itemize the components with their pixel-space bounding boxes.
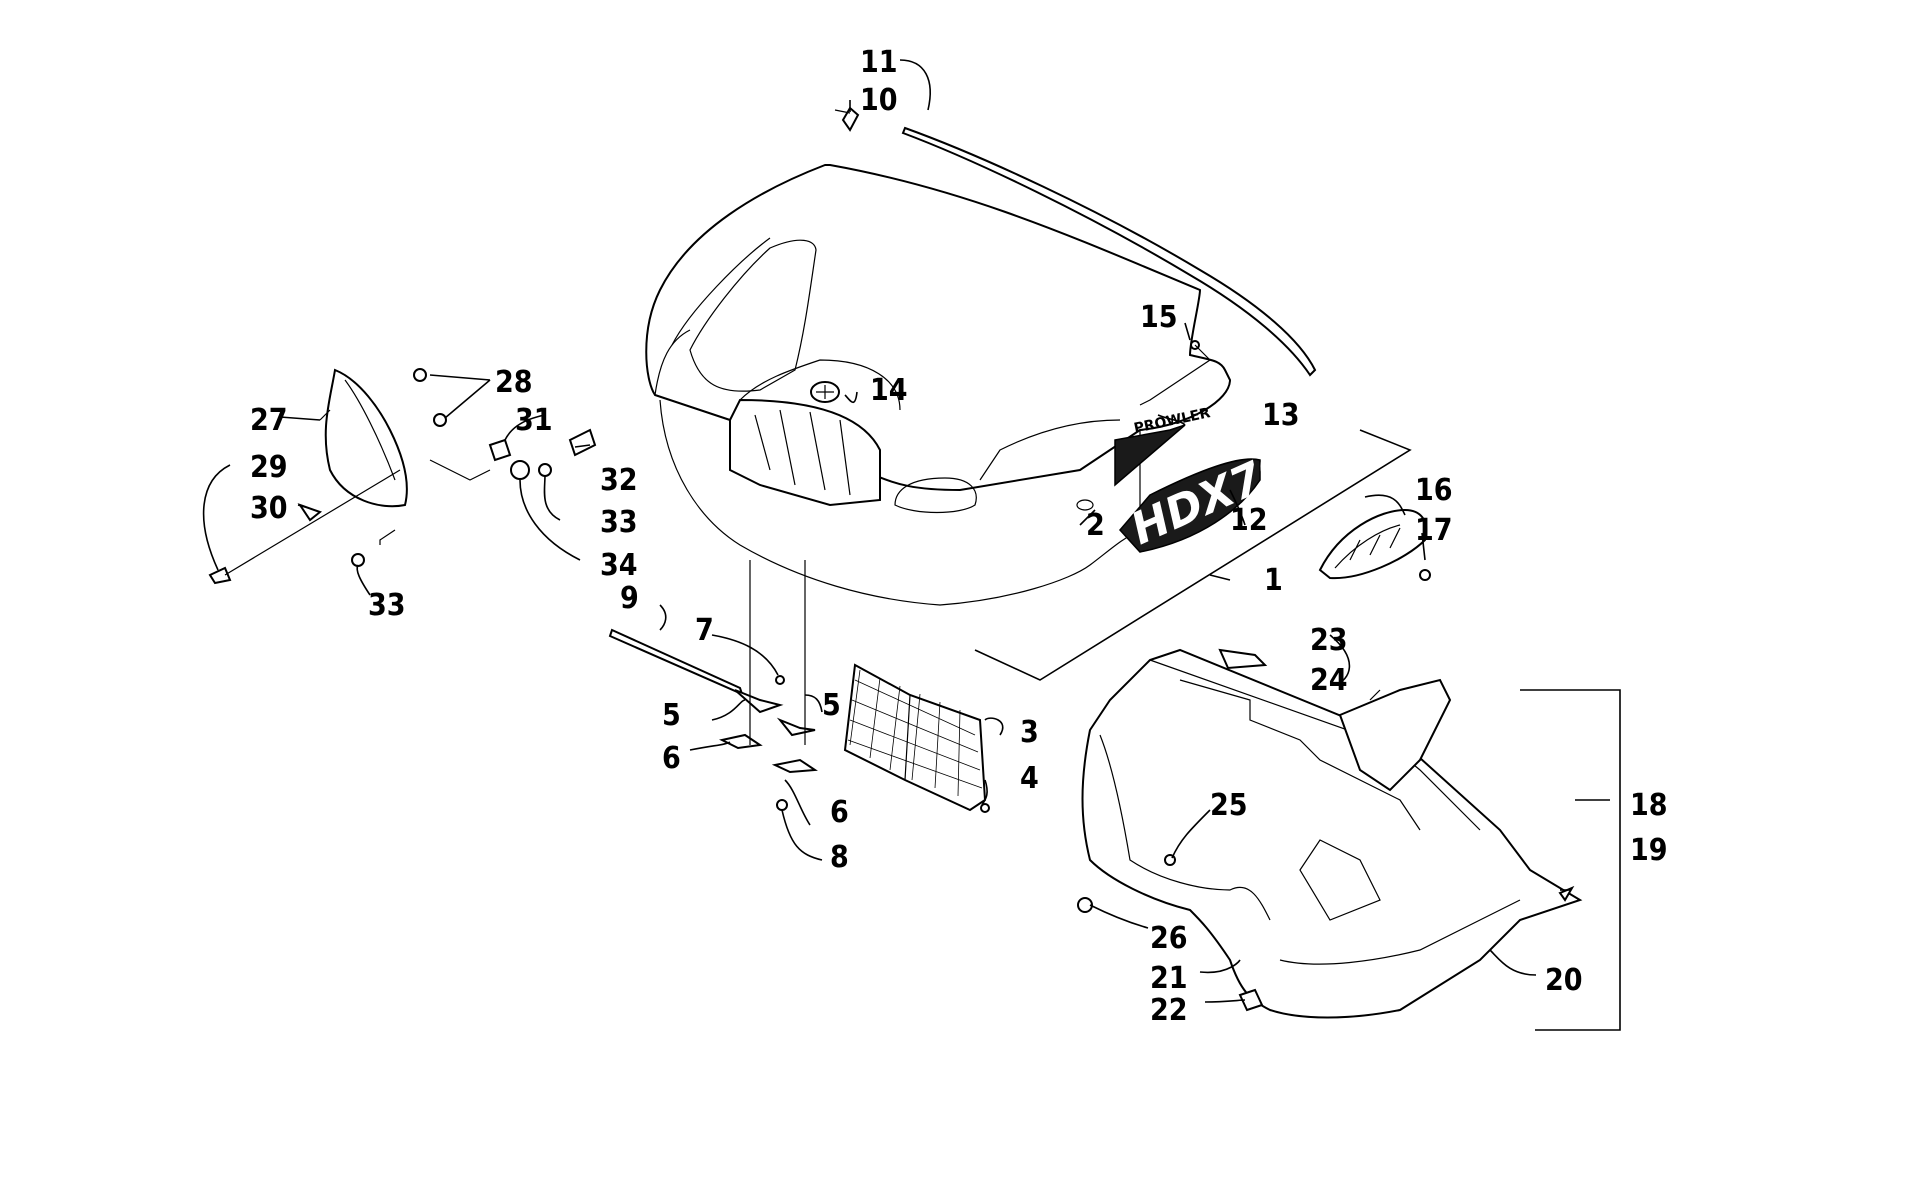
callout-33a: 33: [600, 505, 638, 540]
callout-33b: 33: [368, 588, 406, 623]
lid-23: [1338, 678, 1452, 792]
leader-lines: [202, 59, 1610, 1003]
callout-2: 2: [1086, 508, 1105, 543]
callout-29: 29: [250, 450, 288, 485]
grommet-34: [510, 460, 530, 480]
screw-29: [208, 566, 232, 585]
nut-26: [1077, 897, 1093, 913]
callout-30: 30: [250, 491, 288, 526]
storage-box-20: [1077, 648, 1583, 1019]
callout-9: 9: [620, 581, 639, 616]
callout-24: 24: [1310, 663, 1348, 698]
callout-6b: 6: [830, 795, 849, 830]
callout-5b: 5: [822, 688, 841, 723]
fastener-22: [1238, 988, 1264, 1012]
callout-8: 8: [830, 840, 849, 875]
callout-23: 23: [1310, 623, 1348, 658]
bolt-28b: [433, 413, 447, 427]
callout-13: 13: [1262, 398, 1300, 433]
callout-17: 17: [1415, 513, 1453, 548]
callout-6a: 6: [662, 741, 681, 776]
screw-17: [1419, 569, 1431, 581]
nut-8: [776, 799, 788, 811]
nut-31: [488, 438, 512, 462]
rod-9: [608, 628, 744, 696]
hood: PROWLER HDX700: [645, 164, 1326, 606]
bracket-19: [1520, 689, 1621, 1031]
seal-strip-11: [834, 106, 1317, 377]
callout-22: 22: [1150, 993, 1188, 1028]
callout-25: 25: [1210, 788, 1248, 823]
callout-26: 26: [1150, 921, 1188, 956]
adjuster-30: [297, 503, 323, 522]
bracket-1: [974, 429, 1412, 681]
callout-4: 4: [1020, 761, 1039, 796]
bolt-32: [568, 428, 597, 457]
pad-24: [1218, 648, 1268, 670]
screw-15: [1139, 340, 1211, 406]
callout-32: 32: [600, 463, 638, 498]
callout-27: 27: [250, 403, 288, 438]
callout-11: 11: [860, 45, 898, 80]
side-reflector-16: [1318, 508, 1431, 581]
callouts: 1 2 3 4 5 5 6 6 7 8 9 10 11 12 13 14 15 …: [250, 45, 1668, 1028]
callout-15: 15: [1140, 300, 1178, 335]
screw-4: [980, 803, 990, 813]
brackets-5-6: [719, 560, 818, 811]
callout-28: 28: [495, 365, 533, 400]
callout-19: 19: [1630, 833, 1668, 868]
headlight-27: [208, 368, 597, 585]
callout-3: 3: [1020, 715, 1039, 750]
callout-34: 34: [600, 548, 638, 583]
badge-2: [1076, 499, 1094, 511]
callout-12: 12: [1230, 503, 1268, 538]
callout-5a: 5: [662, 698, 681, 733]
grille-3: [843, 663, 990, 813]
bolt-28a: [413, 368, 427, 382]
callout-7: 7: [695, 613, 714, 648]
callout-20: 20: [1545, 963, 1583, 998]
callout-1: 1: [1264, 563, 1283, 598]
screw-7: [775, 675, 785, 685]
callout-31: 31: [515, 403, 553, 438]
callout-16: 16: [1415, 473, 1453, 508]
callout-18: 18: [1630, 788, 1668, 823]
washer-33a: [538, 463, 552, 477]
washer-33b: [351, 553, 365, 567]
callout-10: 10: [860, 83, 898, 118]
decal-12: [1118, 458, 1261, 553]
callout-21: 21: [1150, 961, 1188, 996]
callout-14: 14: [870, 373, 908, 408]
